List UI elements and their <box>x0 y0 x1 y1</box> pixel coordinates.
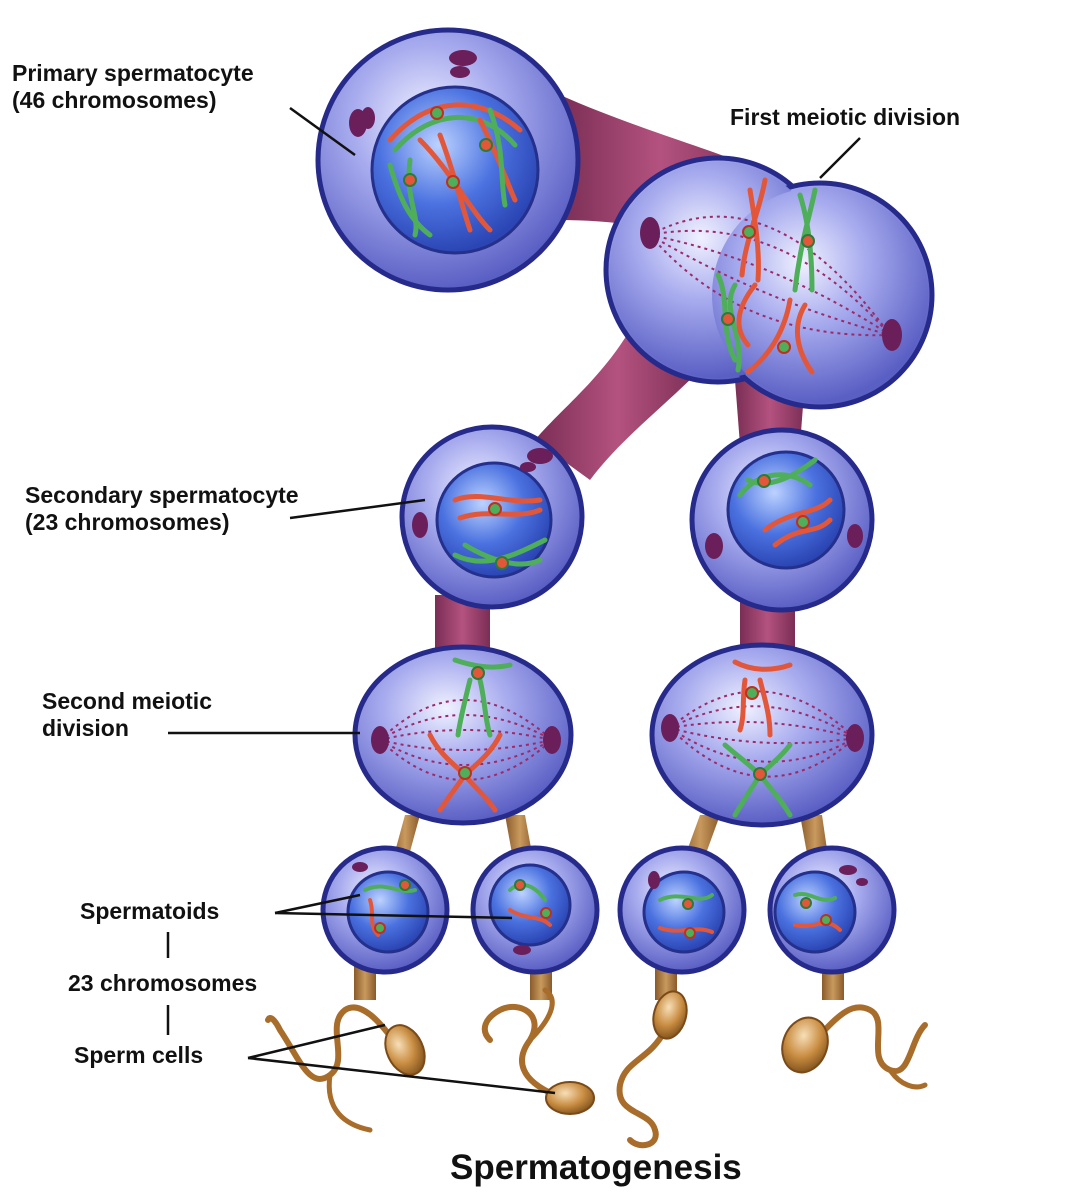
first-meiotic-division-cell <box>603 155 935 410</box>
centriole <box>450 66 470 78</box>
centriole <box>648 871 660 889</box>
centriole <box>527 448 553 464</box>
centriole <box>412 512 428 538</box>
secondary-spermatocyte-right <box>689 427 875 613</box>
centriole <box>839 865 857 875</box>
label-second-line1: Second meiotic <box>42 688 212 714</box>
sperm-cell-4 <box>781 1004 928 1090</box>
primary-nucleus <box>370 85 540 255</box>
label-second-line2: division <box>42 715 129 741</box>
secondary-spermatocyte-left <box>399 424 585 610</box>
second-meiotic-division-left <box>352 644 574 826</box>
spindle-fibers <box>379 699 553 781</box>
stalk-sp1 <box>354 965 376 1000</box>
chromosomes <box>715 177 818 375</box>
sperm-cell-2 <box>481 987 595 1115</box>
label-primary-spermatocyte: Primary spermatocyte (46 chromosomes) <box>12 60 254 114</box>
leader-first-division <box>819 137 861 179</box>
centriole <box>520 462 536 472</box>
sperm-cell-1 <box>265 1004 426 1133</box>
centriole <box>705 533 723 559</box>
centriole <box>449 50 477 66</box>
label-23-chromosomes: 23 chromosomes <box>68 970 258 996</box>
leader-lines <box>166 106 861 1095</box>
centriole <box>856 878 868 886</box>
spermatoid-1 <box>320 845 450 975</box>
leader-sperm-2 <box>247 1056 556 1095</box>
label-primary-line1: Primary spermatocyte <box>12 60 254 86</box>
spermatoid-3 <box>617 845 747 975</box>
label-primary-line2: (46 chromosomes) <box>12 87 217 113</box>
centriole <box>352 862 368 872</box>
centriole <box>361 107 375 129</box>
label-secondary-spermatocyte: Secondary spermatocyte (23 chromosomes) <box>25 482 299 536</box>
spermatoid-2 <box>470 845 600 975</box>
leader-spermatoids-2 <box>274 911 513 920</box>
chromosomes <box>427 657 513 813</box>
centriole <box>847 524 863 548</box>
label-second-meiotic-division: Second meiotic division <box>42 688 212 742</box>
centriole <box>882 319 902 351</box>
label-secondary-line1: Secondary spermatocyte <box>25 482 299 508</box>
sperm-cells <box>265 987 928 1149</box>
centriole <box>371 726 389 754</box>
chromosomes <box>387 102 523 238</box>
chromosomes <box>737 457 833 548</box>
centriole <box>640 217 660 249</box>
centriole <box>846 724 864 752</box>
chromosomes <box>722 659 793 818</box>
leader-secondary <box>289 498 426 520</box>
spindle-fibers <box>649 215 891 337</box>
label-sperm-cells: Sperm cells <box>74 1042 204 1068</box>
centriole <box>661 714 679 742</box>
diagram-title: Spermatogenesis <box>450 1148 742 1187</box>
primary-spermatocyte-cell <box>315 27 581 293</box>
label-first-meiotic-division: First meiotic division <box>730 104 961 130</box>
leader-primary <box>289 106 356 157</box>
spermatoid-4 <box>767 845 897 975</box>
chromosomes <box>452 494 548 570</box>
centriole <box>543 726 561 754</box>
leader-spermatoids-1 <box>274 893 361 915</box>
sperm-cell-3 <box>616 990 688 1149</box>
label-secondary-line2: (23 chromosomes) <box>25 509 230 535</box>
centriole <box>513 945 531 955</box>
second-meiotic-division-right <box>649 642 875 828</box>
label-spermatoids: Spermatoids <box>80 898 220 924</box>
leader-sperm-1 <box>247 1023 386 1060</box>
